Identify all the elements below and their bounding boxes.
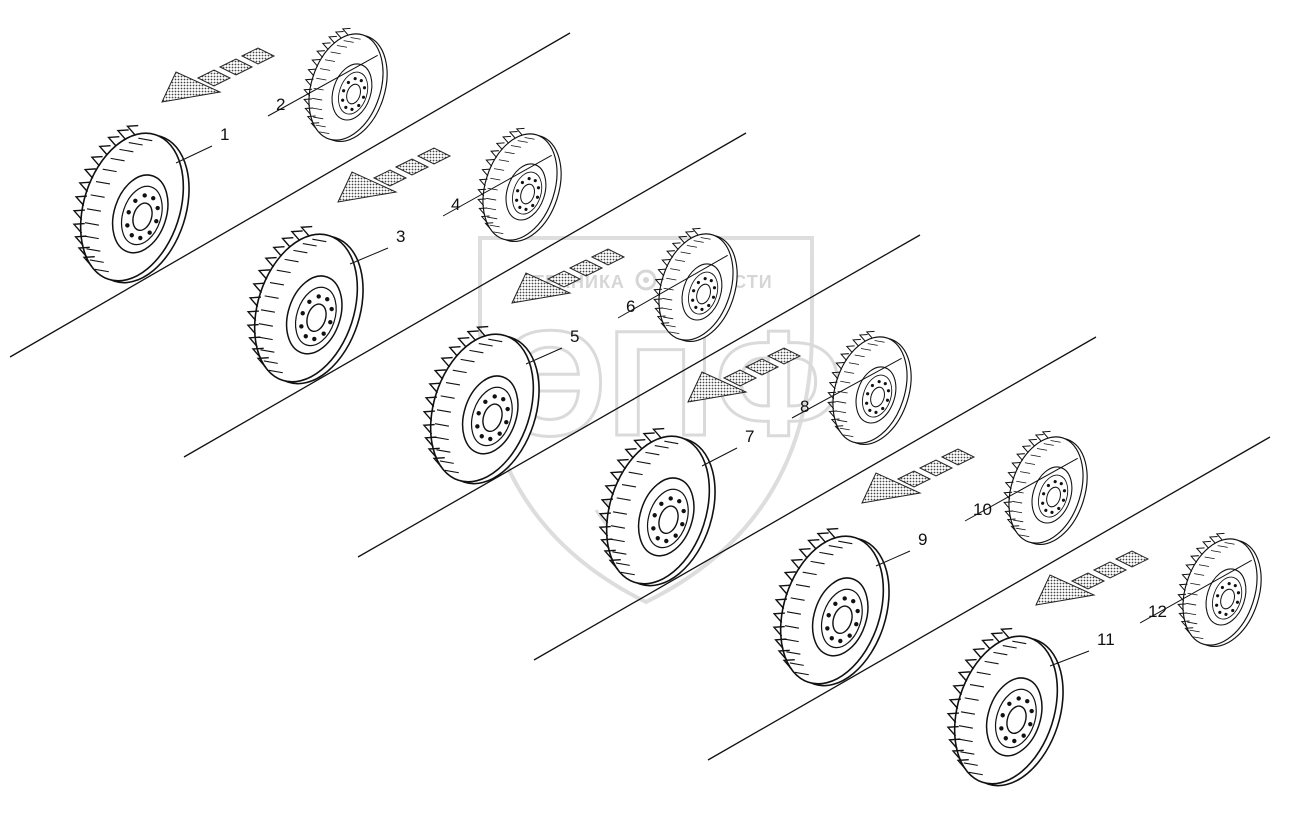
callout-label: 8 <box>800 397 809 416</box>
callout-label: 11 <box>1097 630 1115 649</box>
direction-arrow <box>687 347 802 403</box>
divider-line <box>357 234 921 558</box>
dotted-marker <box>546 270 582 288</box>
direction-arrow <box>861 448 976 504</box>
callout-label: 5 <box>570 327 579 346</box>
callout-label: 4 <box>451 195 460 214</box>
wheel-tire-icon <box>422 325 540 485</box>
callout-leader <box>791 357 902 419</box>
callout-label: 12 <box>1148 602 1167 621</box>
dotted-marker <box>918 459 954 477</box>
dotted-marker <box>722 369 758 387</box>
arrow-head <box>161 71 222 103</box>
wheel-tire-icon <box>946 627 1064 787</box>
callout-leader <box>175 145 213 164</box>
divider-line <box>707 436 1271 761</box>
dotted-marker <box>568 259 604 277</box>
dotted-marker <box>896 470 932 488</box>
dotted-marker <box>1114 550 1150 568</box>
wheel-tire-icon <box>827 330 912 446</box>
callout-label: 6 <box>626 297 635 316</box>
arrow-head <box>511 272 572 304</box>
arrow-head <box>861 472 922 504</box>
wheel-tire-icon <box>1177 532 1262 648</box>
dotted-marker <box>744 358 780 376</box>
direction-arrow <box>337 147 452 203</box>
dotted-marker <box>218 58 254 76</box>
wheel-tire-icon <box>772 527 890 687</box>
dotted-marker <box>590 248 626 266</box>
divider-line <box>183 132 747 458</box>
wheel-tire-icon <box>1003 430 1088 546</box>
gear-icon <box>635 269 657 291</box>
divider-line <box>533 336 1097 661</box>
callout-label: 9 <box>918 530 927 549</box>
callout-leader <box>442 154 552 217</box>
callout-leader <box>875 550 911 567</box>
callout-label: 7 <box>745 427 754 446</box>
wheel-tire-icon <box>246 225 364 385</box>
callout-leader <box>1139 559 1252 624</box>
wheel-tire-icon <box>653 227 738 343</box>
callout-leader <box>964 457 1078 522</box>
arrow-head <box>1035 574 1096 606</box>
dotted-marker <box>416 147 452 165</box>
wheel-tire-icon <box>477 127 562 243</box>
callout-leader <box>617 254 728 319</box>
direction-arrows <box>161 47 1150 606</box>
divider-lines <box>9 32 1271 761</box>
dotted-marker <box>196 69 232 87</box>
callout-label: 3 <box>396 227 405 246</box>
arrow-head <box>687 371 748 403</box>
callout-leader <box>525 347 563 365</box>
dotted-marker <box>766 347 802 365</box>
direction-arrow <box>161 47 276 103</box>
callout-label: 1 <box>220 125 229 144</box>
callout-label: 2 <box>276 95 285 114</box>
divider-line <box>9 32 571 358</box>
arrow-head <box>337 171 398 203</box>
wheel-tire-icon <box>72 124 190 284</box>
callout-leader <box>349 247 389 265</box>
callout-leader <box>1049 650 1090 667</box>
dotted-marker <box>240 47 276 65</box>
wheel-tire-icon <box>598 427 716 587</box>
callout-label: 10 <box>973 500 992 519</box>
dotted-marker <box>372 169 408 187</box>
direction-arrow <box>1035 550 1150 606</box>
direction-arrow <box>511 248 626 304</box>
dotted-marker <box>1070 572 1106 590</box>
callout-leader <box>267 54 378 117</box>
wheel-tire-icon <box>303 27 388 143</box>
dotted-marker <box>1092 561 1128 579</box>
callout-leader <box>701 447 738 467</box>
dotted-marker <box>940 448 976 466</box>
dotted-marker <box>394 158 430 176</box>
